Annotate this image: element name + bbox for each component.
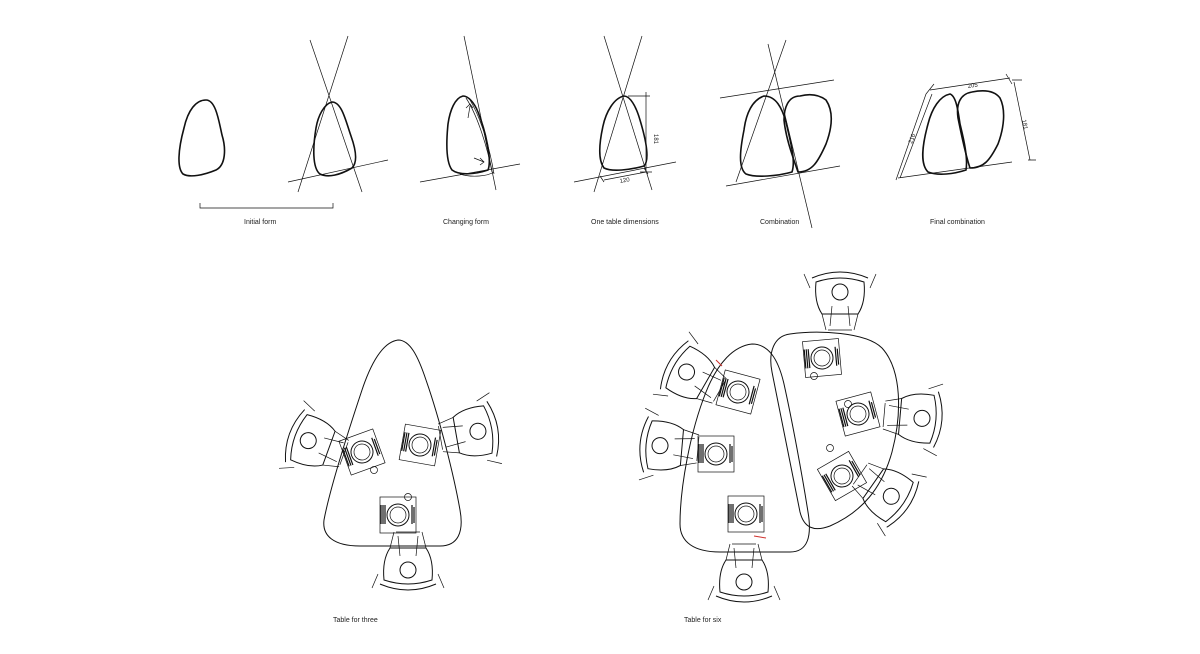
table-for-six-drawing	[636, 271, 946, 603]
setting-left	[338, 428, 386, 476]
person-bottom	[371, 531, 445, 591]
person-six-2	[636, 407, 702, 486]
table-for-three-drawing	[276, 339, 505, 591]
final-left-label: 216	[908, 133, 917, 145]
final-combination-drawing: 205 216 181	[895, 73, 1036, 181]
setting-bottom	[379, 496, 417, 534]
final-right-label: 181	[1020, 119, 1028, 131]
one-table-height-label: 181	[652, 134, 658, 145]
person-right	[433, 391, 505, 474]
initial-form-drawing	[178, 99, 334, 209]
caption-table-for-three: Table for three	[333, 617, 378, 624]
caption-combination: Combination	[760, 219, 799, 226]
changing-form-drawing	[419, 35, 521, 191]
person-six-3	[707, 543, 781, 603]
setting-six-4	[801, 337, 843, 379]
combination-drawing	[719, 39, 841, 229]
initial-form-construction	[287, 35, 389, 193]
final-width-label: 205	[967, 83, 978, 90]
person-six-4	[803, 271, 877, 331]
setting-six-5	[835, 391, 881, 437]
setting-six-1	[715, 369, 761, 415]
caption-changing-form: Changing form	[443, 219, 489, 226]
setting-six-2	[697, 435, 735, 473]
person-six-1	[650, 330, 738, 423]
caption-final-combination: Final combination	[930, 219, 985, 226]
setting-six-3	[727, 495, 765, 533]
setting-right	[398, 423, 442, 467]
person-six-5	[880, 378, 946, 457]
caption-one-table: One table dimensions	[591, 219, 659, 226]
caption-initial-form: Initial form	[244, 219, 276, 226]
one-table-dimensions-drawing: 181 120	[573, 35, 677, 193]
one-table-width-label: 120	[619, 177, 631, 185]
caption-table-for-six: Table for six	[684, 617, 722, 624]
